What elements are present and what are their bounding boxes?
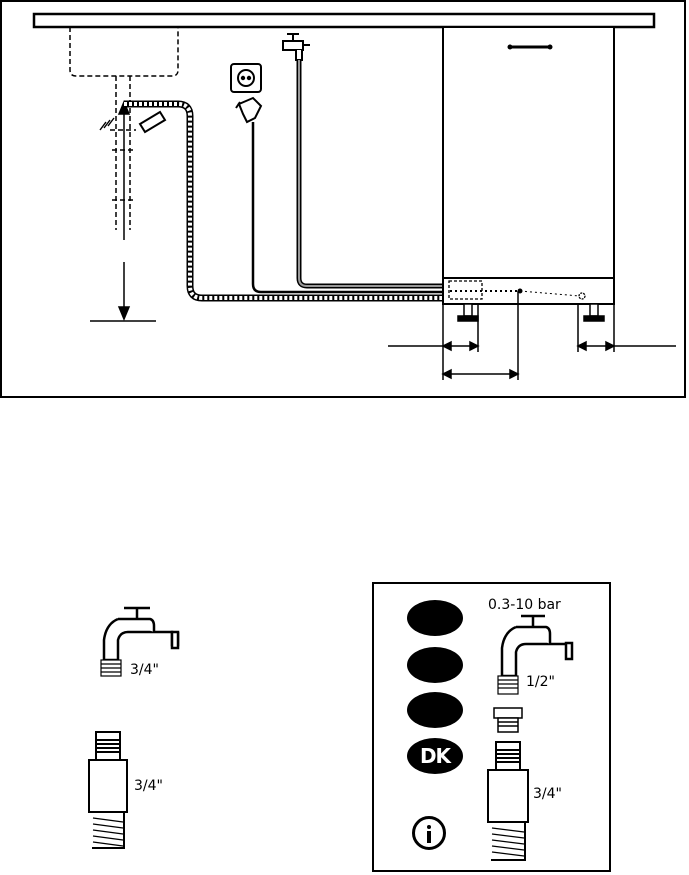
tap-b bbox=[502, 616, 572, 676]
mains-plug bbox=[236, 98, 261, 122]
hose-a-braid bbox=[93, 818, 123, 846]
tap-a bbox=[104, 608, 178, 660]
power-cable bbox=[253, 122, 446, 292]
pressure-label: 0.3-10 bar bbox=[488, 597, 561, 613]
tap-a-thread bbox=[101, 660, 121, 676]
tap-b-thread-label: 1/2" bbox=[526, 674, 555, 690]
hose-b bbox=[488, 742, 528, 860]
drain-height-marker bbox=[90, 102, 156, 321]
drain-hook bbox=[100, 118, 114, 130]
sink bbox=[70, 27, 178, 76]
adapter-nipple bbox=[494, 708, 522, 732]
info-icon bbox=[412, 816, 446, 850]
hose-b-thread-label: 3/4" bbox=[533, 786, 562, 802]
tap-a-thread-label: 3/4" bbox=[130, 662, 159, 678]
country-badge-1 bbox=[407, 600, 463, 636]
tap-b-thread bbox=[498, 676, 518, 694]
drain-pipe bbox=[110, 76, 136, 230]
plinth bbox=[443, 278, 614, 304]
drain-hose bbox=[124, 104, 446, 298]
country-badge-dk: DK bbox=[407, 738, 463, 774]
regional-panel bbox=[373, 583, 610, 871]
wall-tap bbox=[283, 34, 310, 60]
hose-a-thread-label: 3/4" bbox=[134, 778, 163, 794]
inlet-hose bbox=[299, 60, 446, 286]
worktop bbox=[34, 14, 654, 27]
dishwasher bbox=[443, 27, 614, 278]
country-badge-3 bbox=[407, 692, 463, 728]
hose-a bbox=[89, 732, 127, 848]
drain-hose-end bbox=[140, 112, 165, 132]
installation-diagram bbox=[0, 0, 689, 400]
adjustable-feet bbox=[458, 304, 604, 321]
country-badge-2 bbox=[407, 647, 463, 683]
hose-b-braid bbox=[492, 828, 524, 856]
power-socket bbox=[231, 64, 261, 92]
